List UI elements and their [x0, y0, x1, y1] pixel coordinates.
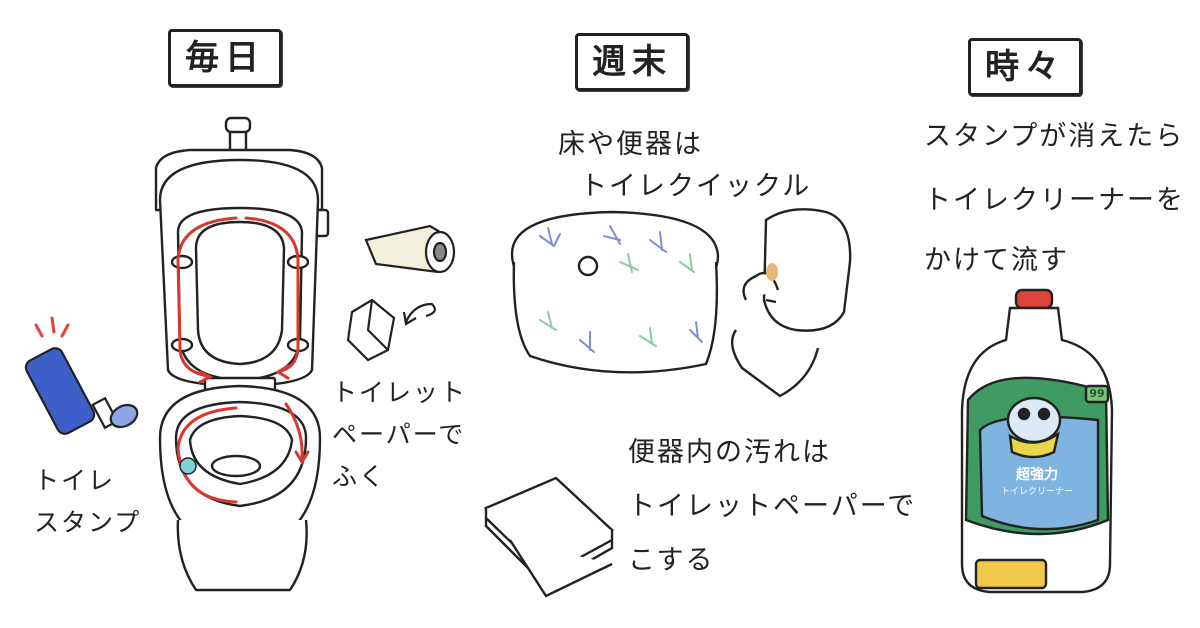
note-bowl-line3: こする — [628, 545, 715, 576]
stamp-dot — [179, 457, 197, 475]
section-title-daily: 毎日 — [168, 29, 282, 87]
note-bowl-line1: 便器内の汚れは — [628, 437, 831, 468]
note-cleaner-line2: トイレクリーナーを — [924, 185, 1185, 216]
note-floor-line2: トイレクイックル — [580, 171, 812, 202]
note-stamp-line2: スタンプ — [34, 508, 142, 537]
toilet-paper-roll-icon — [364, 224, 456, 274]
note-stamp-line1: トイレ — [34, 466, 116, 495]
bottle-badge: 99 — [1089, 387, 1105, 400]
cleaner-bottle-icon — [960, 288, 1114, 594]
note-tissue-line3: ふく — [332, 462, 387, 491]
note-tissue-line2: ペーパーで — [332, 420, 466, 449]
note-bowl-line2: トイレットペーパーで — [628, 491, 917, 522]
note-cleaner-line3: かけて流す — [924, 245, 1069, 276]
bottle-label-line2: トイレクリーナー — [1000, 487, 1073, 497]
tissue-icon — [346, 298, 436, 362]
toilet-stamp-icon — [24, 316, 139, 435]
note-cleaner-line1: スタンプが消えたら — [924, 121, 1185, 152]
bottle-label-line1: 超強力 — [1016, 467, 1058, 483]
folded-paper-icon — [483, 476, 615, 598]
note-tissue-line1: トイレット — [332, 378, 468, 407]
wipe-arrows — [176, 216, 310, 504]
tank-quickle-illustration — [510, 210, 720, 374]
section-title-weekend: 週末 — [575, 33, 689, 91]
hand-with-sheet-icon — [730, 208, 852, 398]
leaf-pattern — [539, 225, 703, 353]
note-floor-line1: 床や便器は — [558, 129, 703, 160]
section-title-sometimes: 時々 — [968, 38, 1082, 96]
